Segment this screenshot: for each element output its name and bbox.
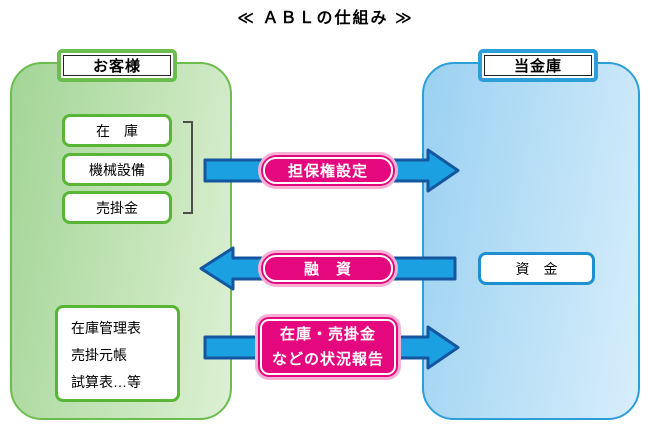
status-report-label: 在庫・売掛金 などの状況報告 xyxy=(260,319,396,375)
document-line-inventory-list: 在庫管理表 xyxy=(71,320,141,336)
funds-box: 資 金 xyxy=(478,252,595,285)
loan-pill: 融 資 xyxy=(258,250,398,287)
bank-label-box: 当金庫 xyxy=(478,49,598,82)
collateral-registration-label: 担保権設定 xyxy=(263,157,393,184)
customer-label: お客様 xyxy=(63,55,171,76)
collateral-box-machinery: 機械設備 xyxy=(62,153,172,186)
document-line-receivables-ledger: 売掛元帳 xyxy=(71,347,127,363)
status-report-line1: 在庫・売掛金 xyxy=(279,326,376,343)
collateral-box-inventory: 在 庫 xyxy=(62,114,172,147)
status-report-pill: 在庫・売掛金 などの状況報告 xyxy=(255,314,401,380)
documents-box: 在庫管理表 売掛元帳 試算表…等 xyxy=(55,305,180,402)
bank-label: 当金庫 xyxy=(484,55,592,76)
collateral-group-bracket xyxy=(183,121,193,214)
collateral-box-receivables: 売掛金 xyxy=(62,191,172,224)
loan-label: 融 資 xyxy=(263,255,393,282)
status-report-line2: などの状況報告 xyxy=(271,351,384,368)
collateral-registration-pill: 担保権設定 xyxy=(258,152,398,189)
customer-label-box: お客様 xyxy=(57,49,177,82)
document-line-trial-balance: 試算表…等 xyxy=(71,374,141,390)
diagram-title: ≪ ＡＢＬの仕組み ≫ xyxy=(237,10,414,27)
bank-panel xyxy=(422,62,640,420)
